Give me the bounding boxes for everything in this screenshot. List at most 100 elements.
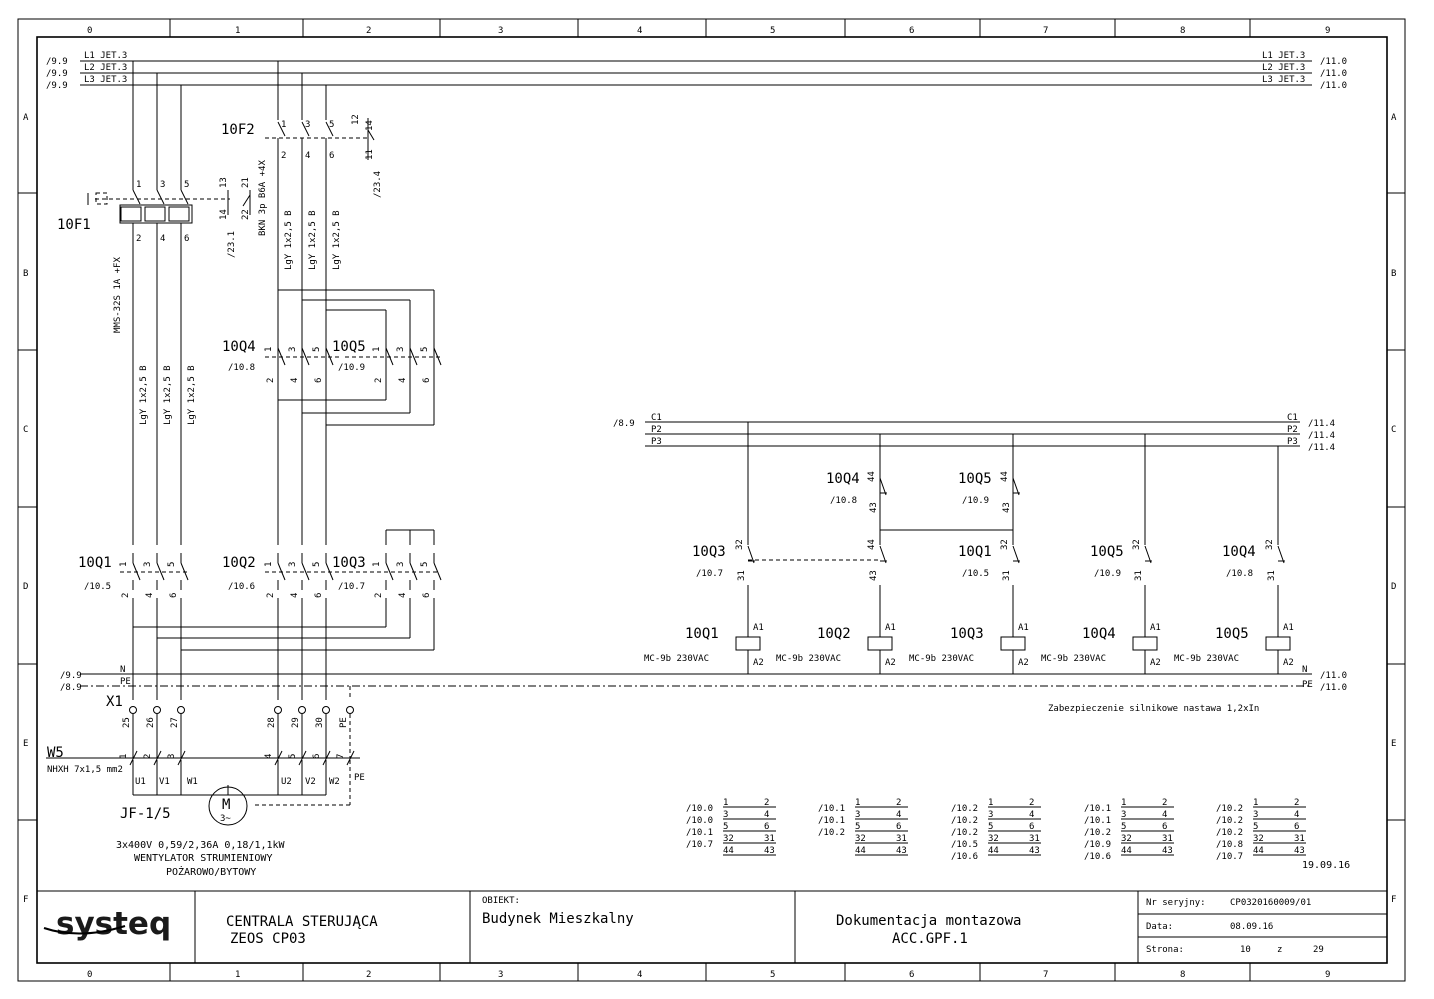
contact-term-top: 3 [288, 347, 298, 352]
bus-left-label-1: L1 JET.3 [84, 51, 127, 61]
contact-table-ref: /10.1 [686, 828, 713, 838]
f2-name: 10F2 [221, 122, 255, 138]
page-of: z [1277, 945, 1282, 955]
contact-blade [433, 562, 442, 581]
contact-term-bottom: 6 [314, 378, 324, 383]
contact-term-top: 3 [396, 562, 406, 567]
cable-core-tick [322, 750, 331, 766]
contact-table-ref: /10.7 [1216, 852, 1243, 862]
contact-pair-right: 4 [764, 810, 769, 820]
contact-pair-left: 3 [1121, 810, 1126, 820]
contact-term-bottom: 2 [121, 593, 131, 598]
contact-pair-left: 3 [1253, 810, 1258, 820]
control-left-p3: P3 [651, 437, 662, 447]
contact-pair-left: 5 [855, 822, 860, 832]
frame-col-label-top: 4 [637, 26, 642, 36]
serial-value: CP0320160009/01 [1230, 898, 1311, 908]
contact-pair-right: 43 [1029, 846, 1040, 856]
motor-term-w2: W2 [329, 777, 340, 787]
contact-pair-left: 1 [988, 798, 993, 808]
nc-contact-blade [747, 545, 755, 564]
coil-name: 10Q4 [1082, 626, 1116, 642]
contact-pair-left: 3 [855, 810, 860, 820]
w5-type: NHXH 7x1,5 mm2 [47, 765, 123, 775]
nc-ref: /10.8 [830, 496, 857, 506]
contact-term-bottom: 4 [290, 378, 300, 383]
f1-outgoing-wires: LgY 1x2,5 B LgY 1x2,5 B LgY 1x2,5 B [132, 223, 197, 545]
breaker-10f2: 1 3 5 2 4 6 10F2 BKN 3p B6A +4X 12 14 11… [221, 61, 383, 310]
wire-label-f1-3: LgY 1x2,5 B [187, 365, 197, 425]
contact-term-top: 5 [312, 347, 322, 352]
contactor-coil [735, 636, 761, 651]
wire-label-f1-2: LgY 1x2,5 B [163, 365, 173, 425]
date-value: 08.09.16 [1230, 922, 1273, 932]
frame-col-label-bottom: 7 [1043, 970, 1048, 980]
contact-pair-left: 5 [988, 822, 993, 832]
contact-blade [301, 347, 310, 366]
contact-term-top: 1 [264, 347, 274, 352]
f1-aux-ref: /23.1 [227, 231, 237, 258]
contact-blade [301, 562, 310, 581]
motor-term-v2: V2 [305, 777, 316, 787]
nc-term-bottom: 31 [1134, 570, 1144, 581]
coil-type: MC-9b 230VAC [1041, 654, 1106, 664]
motor-jf: M 3~ U1 V1 W1 U2 V2 W2 PE JF-1/5 3x400V … [116, 760, 365, 878]
title-block: systeq CENTRALA STERUJĄCA ZEOS CP03 OBIE… [37, 890, 1387, 963]
nc-contact-blade [879, 477, 887, 496]
doc-title-1: Dokumentacja montazowa [836, 913, 1021, 929]
f1-aux-14: 14 [219, 209, 229, 220]
f2-term-3: 3 [305, 120, 310, 130]
motor-term-v1: V1 [159, 777, 170, 787]
serial-label: Nr seryjny: [1146, 898, 1206, 908]
frame-row-label-right: F [1391, 895, 1396, 905]
contact-term-bottom: 4 [398, 593, 408, 598]
nc-term-top: 44 [867, 471, 877, 482]
contact-pair-right: 6 [1029, 822, 1034, 832]
q1-power-ref: /10.5 [84, 582, 111, 592]
nc-term-top: 32 [735, 539, 745, 550]
contact-blade [385, 562, 394, 581]
cable-core-number: 6 [312, 754, 322, 759]
cable-core-tick [346, 750, 355, 766]
terminal-number: PE [339, 717, 349, 728]
cable-core-number: 5 [288, 754, 298, 759]
contact-pair-right: 4 [1294, 810, 1299, 820]
contact-term-bottom: 2 [374, 378, 384, 383]
frame-col-label-bottom: 4 [637, 970, 642, 980]
pe-right-ref: /11.0 [1320, 683, 1347, 693]
control-bus: /8.9 C1 P2 P3 C1 P2 P3 /11.4 /11.4 /11.4 [613, 413, 1335, 453]
frame-row-label-left: D [23, 582, 28, 592]
bus-left-ref-1: /9.9 [46, 57, 68, 67]
f1-term-2: 2 [136, 234, 141, 244]
contact-term-top: 5 [420, 347, 430, 352]
contact-pair-left: 44 [988, 846, 999, 856]
contact-term-bottom: 4 [145, 593, 155, 598]
contact-pair-right: 2 [1294, 798, 1299, 808]
wire-label-f1-1: LgY 1x2,5 B [139, 365, 149, 425]
control-right-ref-2: /11.4 [1308, 431, 1335, 441]
contact-term-bottom: 4 [398, 378, 408, 383]
contact-table-ref: /10.1 [1084, 816, 1111, 826]
frame-row-label-left: E [23, 739, 28, 749]
frame-col-label-top: 8 [1180, 26, 1185, 36]
frame-col-label-top: 0 [87, 26, 92, 36]
contact-table-ref: /10.0 [686, 804, 713, 814]
coil-term-a2: A2 [1150, 658, 1161, 668]
f2-term-1: 1 [281, 120, 286, 130]
nc-name: 10Q4 [1222, 544, 1256, 560]
nc-term-top: 32 [1000, 539, 1010, 550]
contact-pair-right: 31 [764, 834, 775, 844]
contact-pair-right: 43 [764, 846, 775, 856]
contact-pair-right: 4 [1029, 810, 1034, 820]
bus-right-ref-2: /11.0 [1320, 69, 1347, 79]
doc-title-2: ACC.GPF.1 [892, 931, 968, 947]
f1-name: 10F1 [57, 217, 91, 233]
pe-right-label: PE [1302, 680, 1313, 690]
frame-row-label-right: C [1391, 425, 1396, 435]
contact-term-bottom: 6 [169, 593, 179, 598]
contact-term-bottom: 6 [422, 593, 432, 598]
date-label: Data: [1146, 922, 1173, 932]
coil-term-a1: A1 [1150, 623, 1161, 633]
